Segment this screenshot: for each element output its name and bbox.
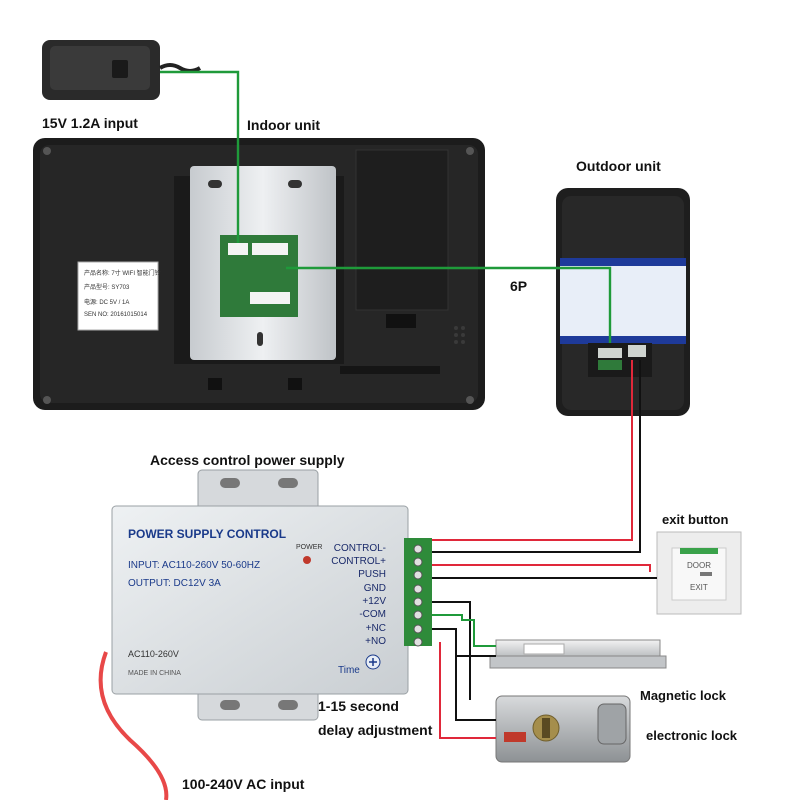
exit-button [656,531,742,615]
indoor-unit-label: Indoor unit [247,117,321,133]
exit-button-exit-text: EXIT [690,583,708,592]
terminal-label: -COM [359,609,386,620]
terminal-label: CONTROL+ [331,556,386,567]
exit-button-label: exit button [662,512,729,527]
magnetic-lock [489,639,667,669]
delay-label-line1: 1-15 second [318,698,399,714]
sticker-line-4: SEN NO: 20161015014 [84,312,148,318]
psu-output-spec: OUTPUT: DC12V 3A [128,578,221,589]
psu-brand: POWER SUPPLY CONTROL [128,527,287,541]
power-led [303,556,311,564]
terminal-label: +NO [365,636,386,647]
psu-ac-label: AC110-260V [128,649,179,659]
power-led-label: POWER [296,544,323,551]
magnetic-lock-label: Magnetic lock [640,688,726,703]
wiring [160,70,657,739]
ac-input-cable [98,651,169,800]
terminal-label: GND [363,583,386,594]
delay-label-line2: delay adjustment [318,722,433,738]
electronic-lock [495,695,631,763]
outdoor-unit-label: Outdoor unit [576,158,661,174]
ac-input-label: 100-240V AC input [182,776,305,792]
electronic-lock-label: electronic lock [646,728,738,743]
psu-section-label: Access control power supply [150,452,345,468]
terminal-label: +NC [365,623,386,634]
sticker-line-3: 电源: DC 5V / 1A [84,300,130,306]
psu-input-spec: INPUT: AC110-260V 50-60HZ [128,560,261,571]
connector-6p-label: 6P [510,278,528,294]
terminal-label: CONTROL- [333,543,386,554]
power-supply-box [111,469,432,721]
outdoor-unit [556,188,690,416]
psu-made-in: MADE IN CHINA [128,670,181,677]
adapter-label: 15V 1.2A input [42,115,138,131]
sticker-line-1: 产品名称: 7寸 WIFI 智能门铃 [84,271,161,277]
power-adapter [42,40,202,100]
exit-button-door-text: DOOR [687,561,711,570]
terminal-label: PUSH [358,569,386,580]
indoor-monitor [33,138,485,410]
product-sticker [77,261,159,331]
terminal-label: +12V [362,596,386,607]
time-label: Time [338,665,360,676]
sticker-line-2: 产品型号: SY703 [84,285,130,291]
